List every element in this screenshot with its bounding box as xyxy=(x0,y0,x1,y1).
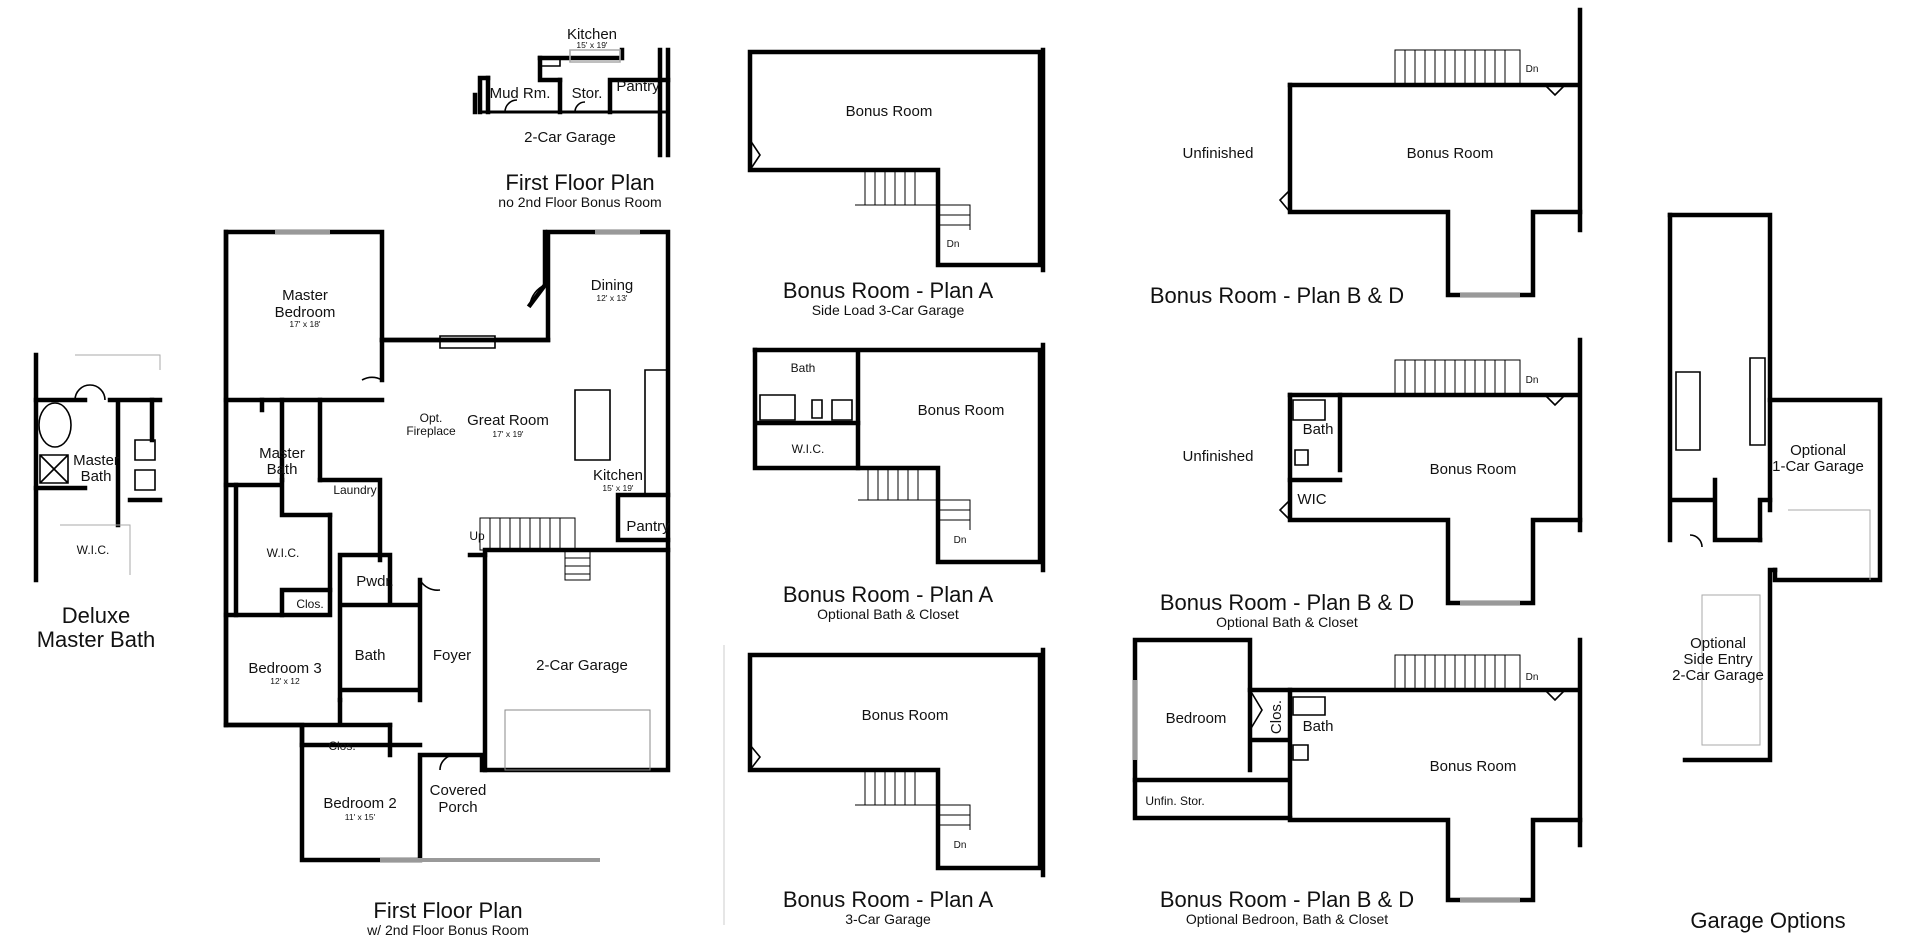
stairs-down-label: Dn xyxy=(947,239,960,250)
dining-dim: 12' x 13' xyxy=(596,293,628,303)
stairs-down-label: Dn xyxy=(954,535,967,546)
stairs-icon xyxy=(855,769,971,830)
plan-title: Garage Options xyxy=(1690,908,1845,933)
wic-label: W.I.C. xyxy=(77,543,110,557)
bonus-room-label: Bonus Room xyxy=(1430,461,1517,478)
bonus-plan-a-optional-bath: Bonus Room Bath W.I.C. Dn Bonus Room - P… xyxy=(752,342,1046,622)
bedroom2-dim: 11' x 15' xyxy=(345,812,376,822)
stairs-down-label: Dn xyxy=(1526,375,1539,386)
opt-fireplace-label: Opt.Fireplace xyxy=(406,411,456,438)
plan-title: Bonus Room - Plan A xyxy=(783,278,994,303)
closet-label: Clos. xyxy=(296,597,323,611)
bonus-plan-bd-optional-bath: Unfinished Bonus Room Bath WIC Dn Bonus … xyxy=(1160,337,1583,630)
plan-subtitle: 3-Car Garage xyxy=(845,911,931,927)
wic-label: W.I.C. xyxy=(792,442,825,456)
plan-title: Bonus Room - Plan A xyxy=(783,582,994,607)
stairs-icon xyxy=(855,169,971,230)
bonus-plan-bd-optional-bedroom: Bedroom Clos. Bath Unfin. Stor. Bonus Ro… xyxy=(1132,637,1583,927)
wic-label: WIC xyxy=(1297,491,1326,508)
stairs-down-label: Dn xyxy=(954,840,967,851)
kitchen-dim: 15' x 19' xyxy=(602,483,634,493)
bedroom3-dim: 12' x 12 xyxy=(270,676,300,686)
stairs-up-label: Up xyxy=(469,529,485,543)
plan-title: Bonus Room - Plan A xyxy=(783,887,994,912)
bath-label: Bath xyxy=(1303,718,1334,735)
plan-title: Bonus Room - Plan B & D xyxy=(1160,887,1414,912)
stairs-down-label: Dn xyxy=(1526,64,1539,75)
shower-icon xyxy=(39,454,69,484)
pantry-label: Pantry xyxy=(626,518,670,535)
bath-label: Bath xyxy=(355,647,386,664)
garage-label: 2-Car Garage xyxy=(524,129,616,146)
first-floor-no-bonus-plan: Kitchen 15' x 19' Mud Rm. Stor. Pantry 2… xyxy=(472,26,671,210)
plan-subtitle: no 2nd Floor Bonus Room xyxy=(498,194,661,210)
stairs-icon xyxy=(1394,359,1521,396)
kitchen-dim: 15' x 19' xyxy=(576,40,608,50)
bonus-room-label: Bonus Room xyxy=(918,402,1005,419)
bonus-plan-bd: Unfinished Bonus Room Dn Bonus Room - Pl… xyxy=(1150,7,1583,308)
unfinished-label: Unfinished xyxy=(1183,145,1254,162)
plan-subtitle: w/ 2nd Floor Bonus Room xyxy=(366,922,529,938)
storage-label: Stor. xyxy=(572,85,603,102)
bedroom2-label: Bedroom 2 xyxy=(323,795,396,812)
powder-room-label: Pwdr. xyxy=(356,573,394,590)
bonus-plan-a-side-load: Bonus Room Dn Bonus Room - Plan A Side L… xyxy=(747,47,1046,318)
closet-2-label: Clos. xyxy=(328,739,355,753)
stairs-down-label: Dn xyxy=(1526,672,1539,683)
unfinished-storage-label: Unfin. Stor. xyxy=(1145,794,1204,808)
bonus-room-label: Bonus Room xyxy=(862,707,949,724)
plan-subtitle: Optional Bath & Closet xyxy=(817,606,959,622)
stairs-icon xyxy=(858,467,971,530)
plan-title: Bonus Room - Plan B & D xyxy=(1160,590,1414,615)
great-room-dim: 17' x 19' xyxy=(492,429,524,439)
bonus-room-label: Bonus Room xyxy=(846,103,933,120)
stairs-icon xyxy=(1394,49,1521,86)
stairs-icon xyxy=(479,517,591,581)
garage-label: 2-Car Garage xyxy=(536,657,628,674)
bedroom3-label: Bedroom 3 xyxy=(248,660,321,677)
plan-title: Bonus Room - Plan B & D xyxy=(1150,283,1404,308)
great-room-label: Great Room xyxy=(467,412,549,429)
master-bedroom-dim: 17' x 18' xyxy=(289,319,321,329)
dining-label: Dining xyxy=(591,277,634,294)
bonus-room-label: Bonus Room xyxy=(1430,758,1517,775)
bonus-room-label: Bonus Room xyxy=(1407,145,1494,162)
foyer-label: Foyer xyxy=(433,647,471,664)
plan-title: First Floor Plan xyxy=(505,170,654,195)
wic-label: W.I.C. xyxy=(267,546,300,560)
closet-label: Clos. xyxy=(1268,700,1285,734)
plan-subtitle: Optional Bedroon, Bath & Closet xyxy=(1186,911,1388,927)
plan-title: First Floor Plan xyxy=(373,898,522,923)
stairs-icon xyxy=(1394,654,1521,691)
bedroom-label: Bedroom xyxy=(1166,710,1227,727)
bath-label: Bath xyxy=(791,361,816,375)
kitchen-label: Kitchen xyxy=(567,26,617,43)
bath-label: Bath xyxy=(1303,421,1334,438)
plan-subtitle: Side Load 3-Car Garage xyxy=(812,302,965,318)
kitchen-label: Kitchen xyxy=(593,467,643,484)
unfinished-label: Unfinished xyxy=(1183,448,1254,465)
mud-room-label: Mud Rm. xyxy=(490,85,551,102)
bonus-plan-a-3car: Bonus Room Dn Bonus Room - Plan A 3-Car … xyxy=(747,647,1046,927)
laundry-label: Laundry xyxy=(333,483,376,497)
plan-subtitle: Optional Bath & Closet xyxy=(1216,614,1358,630)
pantry-label: Pantry xyxy=(616,78,660,95)
